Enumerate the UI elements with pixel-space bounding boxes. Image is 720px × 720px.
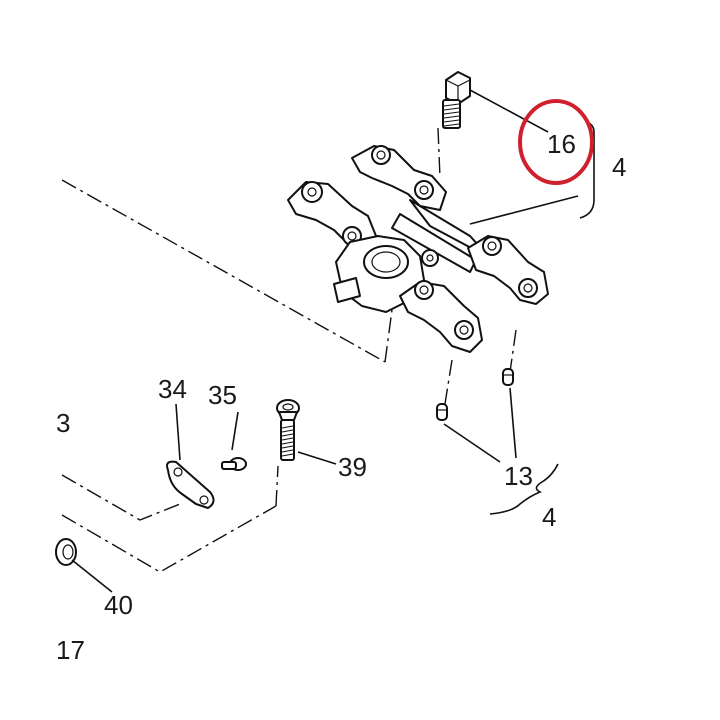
small-screw-icon[interactable] — [221, 457, 247, 471]
callout-39[interactable]: 39 — [338, 452, 367, 482]
callout-3[interactable]: 3 — [56, 408, 70, 438]
callout-17[interactable]: 17 — [56, 635, 85, 665]
callout-labels: 16 4 34 35 3 39 13 4 40 17 — [56, 129, 626, 665]
grommet-icon[interactable] — [55, 538, 77, 566]
callout-40[interactable]: 40 — [104, 590, 133, 620]
bearing-carrier-icon[interactable] — [287, 145, 549, 353]
hex-bolt-icon[interactable] — [442, 71, 471, 129]
callout-13[interactable]: 13 — [504, 461, 533, 491]
socket-bolt-icon[interactable] — [276, 399, 300, 461]
callout-4-top[interactable]: 4 — [612, 152, 626, 182]
assembly-leader-lines — [61, 127, 517, 573]
callout-highlight-circle — [518, 99, 594, 185]
callout-4-bottom[interactable]: 4 — [542, 502, 556, 532]
dowel-pin-icon[interactable] — [436, 368, 514, 421]
callout-34[interactable]: 34 — [158, 374, 187, 404]
callout-35[interactable]: 35 — [208, 380, 237, 410]
callout-leaders — [71, 89, 579, 593]
callout-16[interactable]: 16 — [547, 129, 576, 159]
bracket-icon[interactable] — [166, 460, 215, 509]
